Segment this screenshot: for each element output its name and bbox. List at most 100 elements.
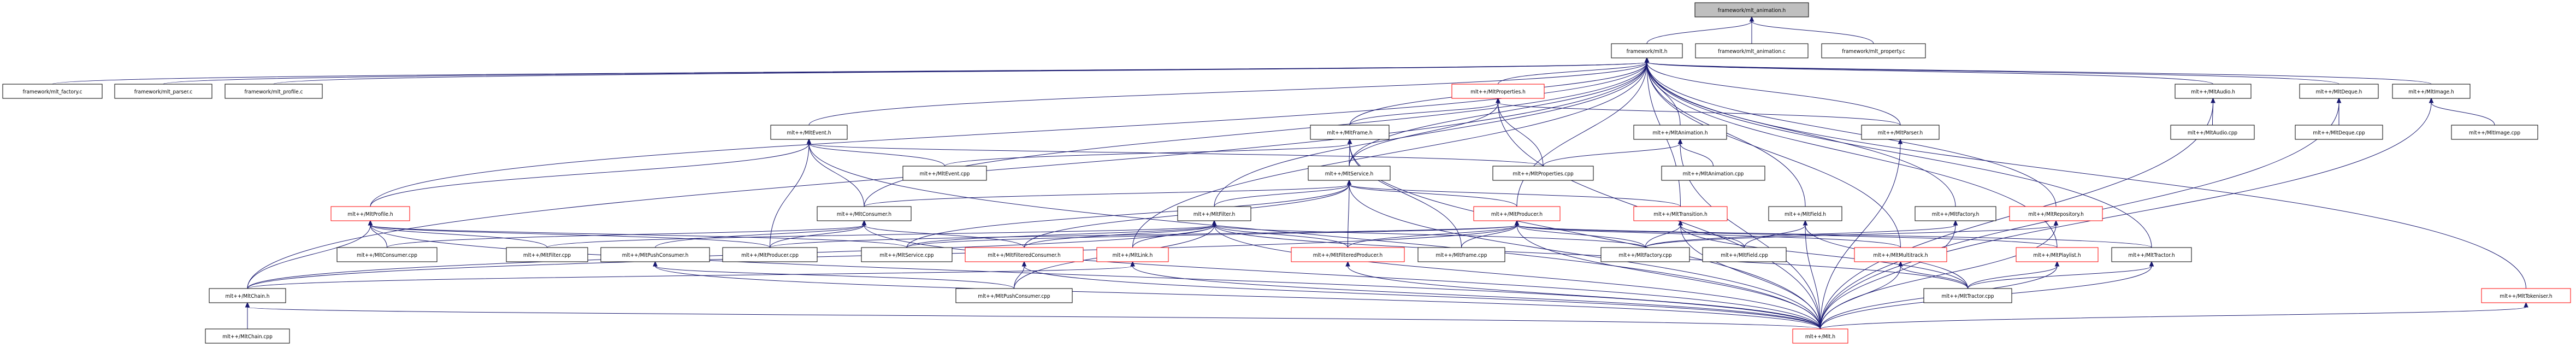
node-mlt-mltpushconsumer-h[interactable]: mlt++/MltPushConsumer.h	[600, 247, 710, 262]
node-framework-mlt-parser-c[interactable]: framework/mlt_parser.c	[114, 84, 212, 99]
node-mlt-mltpushconsumer-cpp[interactable]: mlt++/MltPushConsumer.cpp	[955, 288, 1073, 303]
node-mlt-mltdeque-h[interactable]: mlt++/MltDeque.h	[2299, 84, 2379, 99]
node-mlt-mltproperties-cpp[interactable]: mlt++/MltProperties.cpp	[1492, 166, 1594, 181]
node-framework-mlt-factory-c[interactable]: framework/mlt_factory.c	[2, 84, 103, 99]
node-box[interactable]	[1600, 247, 1690, 262]
node-box[interactable]	[209, 288, 286, 303]
node-box[interactable]	[224, 84, 323, 99]
node-mlt-mlttransition-h[interactable]: mlt++/MltTransition.h	[1633, 206, 1728, 221]
node-framework-mlt-animation-h[interactable]: framework/mlt_animation.h	[1694, 2, 1809, 17]
node-box[interactable]	[2, 84, 103, 99]
node-box[interactable]	[1821, 43, 1926, 58]
node-mlt-mltanimation-h[interactable]: mlt++/MltAnimation.h	[1633, 125, 1727, 140]
node-framework-mlt-animation-c[interactable]: framework/mlt_animation.c	[1695, 43, 1809, 58]
node-box[interactable]	[1492, 166, 1594, 181]
node-box[interactable]	[1768, 206, 1842, 221]
node-mlt-mltprofile-h[interactable]: mlt++/MltProfile.h	[330, 206, 410, 221]
node-mlt-mltfilter-h[interactable]: mlt++/MltFilter.h	[1177, 206, 1251, 221]
node-box[interactable]	[902, 166, 987, 181]
node-box[interactable]	[1633, 125, 1727, 140]
node-box[interactable]	[600, 247, 710, 262]
node-box[interactable]	[2451, 125, 2538, 140]
node-mlt-mltparser-h[interactable]: mlt++/MltParser.h	[1861, 125, 1940, 140]
node-box[interactable]	[1611, 43, 1683, 58]
node-mlt-mlttractor-cpp[interactable]: mlt++/MltTractor.cpp	[1923, 288, 2012, 303]
node-box[interactable]	[1308, 166, 1391, 181]
node-mlt-mltimage-h[interactable]: mlt++/MltImage.h	[2392, 84, 2471, 99]
node-mlt-mltconsumer-h[interactable]: mlt++/MltConsumer.h	[817, 206, 912, 221]
node-box[interactable]	[1177, 206, 1251, 221]
node-mlt-mltservice-h[interactable]: mlt++/MltService.h	[1308, 166, 1391, 181]
node-box[interactable]	[1096, 247, 1169, 262]
node-box[interactable]	[1417, 247, 1505, 262]
node-box[interactable]	[1451, 84, 1545, 99]
node-box[interactable]	[817, 206, 912, 221]
node-box[interactable]	[1792, 328, 1848, 344]
node-mlt-mltproducer-h[interactable]: mlt++/MltProducer.h	[1473, 206, 1561, 221]
node-box[interactable]	[1861, 125, 1940, 140]
node-framework-mlt-property-c[interactable]: framework/mlt_property.c	[1821, 43, 1926, 58]
node-mlt-mlttokeniser-h[interactable]: mlt++/MltTokeniser.h	[2481, 288, 2571, 303]
node-box[interactable]	[2016, 247, 2099, 262]
node-box[interactable]	[1695, 43, 1809, 58]
node-box[interactable]	[2392, 84, 2471, 99]
node-mlt-mltframe-h[interactable]: mlt++/MltFrame.h	[1310, 125, 1390, 140]
node-mlt-mltimage-cpp[interactable]: mlt++/MltImage.cpp	[2451, 125, 2538, 140]
node-box[interactable]	[2111, 247, 2192, 262]
node-mlt-mltfilteredconsumer-h[interactable]: mlt++/MltFilteredConsumer.h	[965, 247, 1084, 262]
node-mlt-mltfield-cpp[interactable]: mlt++/MltField.cpp	[1702, 247, 1787, 262]
node-box[interactable]	[965, 247, 1084, 262]
node-box[interactable]	[205, 328, 290, 344]
node-mlt-mltevent-h[interactable]: mlt++/MltEvent.h	[770, 125, 848, 140]
node-box[interactable]	[861, 247, 953, 262]
node-mlt-mltfilter-cpp[interactable]: mlt++/MltFilter.cpp	[506, 247, 588, 262]
node-mlt-mltfilteredproducer-h[interactable]: mlt++/MltFilteredProducer.h	[1291, 247, 1405, 262]
node-box[interactable]	[770, 125, 848, 140]
node-box[interactable]	[1291, 247, 1405, 262]
node-mlt-mltfield-h[interactable]: mlt++/MltField.h	[1768, 206, 1842, 221]
node-box[interactable]	[1702, 247, 1787, 262]
node-mlt-mlt-h[interactable]: mlt++/Mlt.h	[1792, 328, 1848, 344]
node-mlt-mltservice-cpp[interactable]: mlt++/MltService.cpp	[861, 247, 953, 262]
node-mlt-mltproperties-h[interactable]: mlt++/MltProperties.h	[1451, 84, 1545, 99]
node-framework-mlt-profile-c[interactable]: framework/mlt_profile.c	[224, 84, 323, 99]
node-mlt-mltevent-cpp[interactable]: mlt++/MltEvent.cpp	[902, 166, 987, 181]
node-box[interactable]	[330, 206, 410, 221]
node-mlt-mltanimation-cpp[interactable]: mlt++/MltAnimation.cpp	[1661, 166, 1765, 181]
node-box[interactable]	[1310, 125, 1390, 140]
node-mlt-mltfactory-h[interactable]: mlt++/MltFactory.h	[1915, 206, 1996, 221]
node-mlt-mltfactory-cpp[interactable]: mlt++/MltFactory.cpp	[1600, 247, 1690, 262]
node-box[interactable]	[114, 84, 212, 99]
node-mlt-mlttractor-h[interactable]: mlt++/MltTractor.h	[2111, 247, 2192, 262]
node-box[interactable]	[1854, 247, 1947, 262]
node-mlt-mltrepository-h[interactable]: mlt++/MltRepository.h	[2009, 206, 2103, 221]
node-framework-mlt-h[interactable]: framework/mlt.h	[1611, 43, 1683, 58]
node-box[interactable]	[1923, 288, 2012, 303]
node-box[interactable]	[2175, 84, 2252, 99]
node-box[interactable]	[1915, 206, 1996, 221]
node-mlt-mltaudio-cpp[interactable]: mlt++/MltAudio.cpp	[2170, 125, 2255, 140]
node-box[interactable]	[1633, 206, 1728, 221]
node-mlt-mltproducer-cpp[interactable]: mlt++/MltProducer.cpp	[722, 247, 818, 262]
node-box[interactable]	[1473, 206, 1561, 221]
node-mlt-mltplaylist-h[interactable]: mlt++/MltPlaylist.h	[2016, 247, 2099, 262]
node-box[interactable]	[336, 247, 438, 262]
node-box[interactable]	[2299, 84, 2379, 99]
node-box[interactable]	[2009, 206, 2103, 221]
node-mlt-mltchain-h[interactable]: mlt++/MltChain.h	[209, 288, 286, 303]
node-box[interactable]	[1694, 2, 1809, 17]
node-box[interactable]	[2295, 125, 2383, 140]
node-mlt-mltlink-h[interactable]: mlt++/MltLink.h	[1096, 247, 1169, 262]
node-box[interactable]	[722, 247, 818, 262]
node-box[interactable]	[2481, 288, 2571, 303]
node-mlt-mltchain-cpp[interactable]: mlt++/MltChain.cpp	[205, 328, 290, 344]
node-box[interactable]	[506, 247, 588, 262]
node-mlt-mltconsumer-cpp[interactable]: mlt++/MltConsumer.cpp	[336, 247, 438, 262]
node-box[interactable]	[955, 288, 1073, 303]
node-box[interactable]	[1661, 166, 1765, 181]
node-mlt-mltmultitrack-h[interactable]: mlt++/MltMultitrack.h	[1854, 247, 1947, 262]
node-mlt-mltframe-cpp[interactable]: mlt++/MltFrame.cpp	[1417, 247, 1505, 262]
node-mlt-mltaudio-h[interactable]: mlt++/MltAudio.h	[2175, 84, 2252, 99]
node-mlt-mltdeque-cpp[interactable]: mlt++/MltDeque.cpp	[2295, 125, 2383, 140]
node-box[interactable]	[2170, 125, 2255, 140]
